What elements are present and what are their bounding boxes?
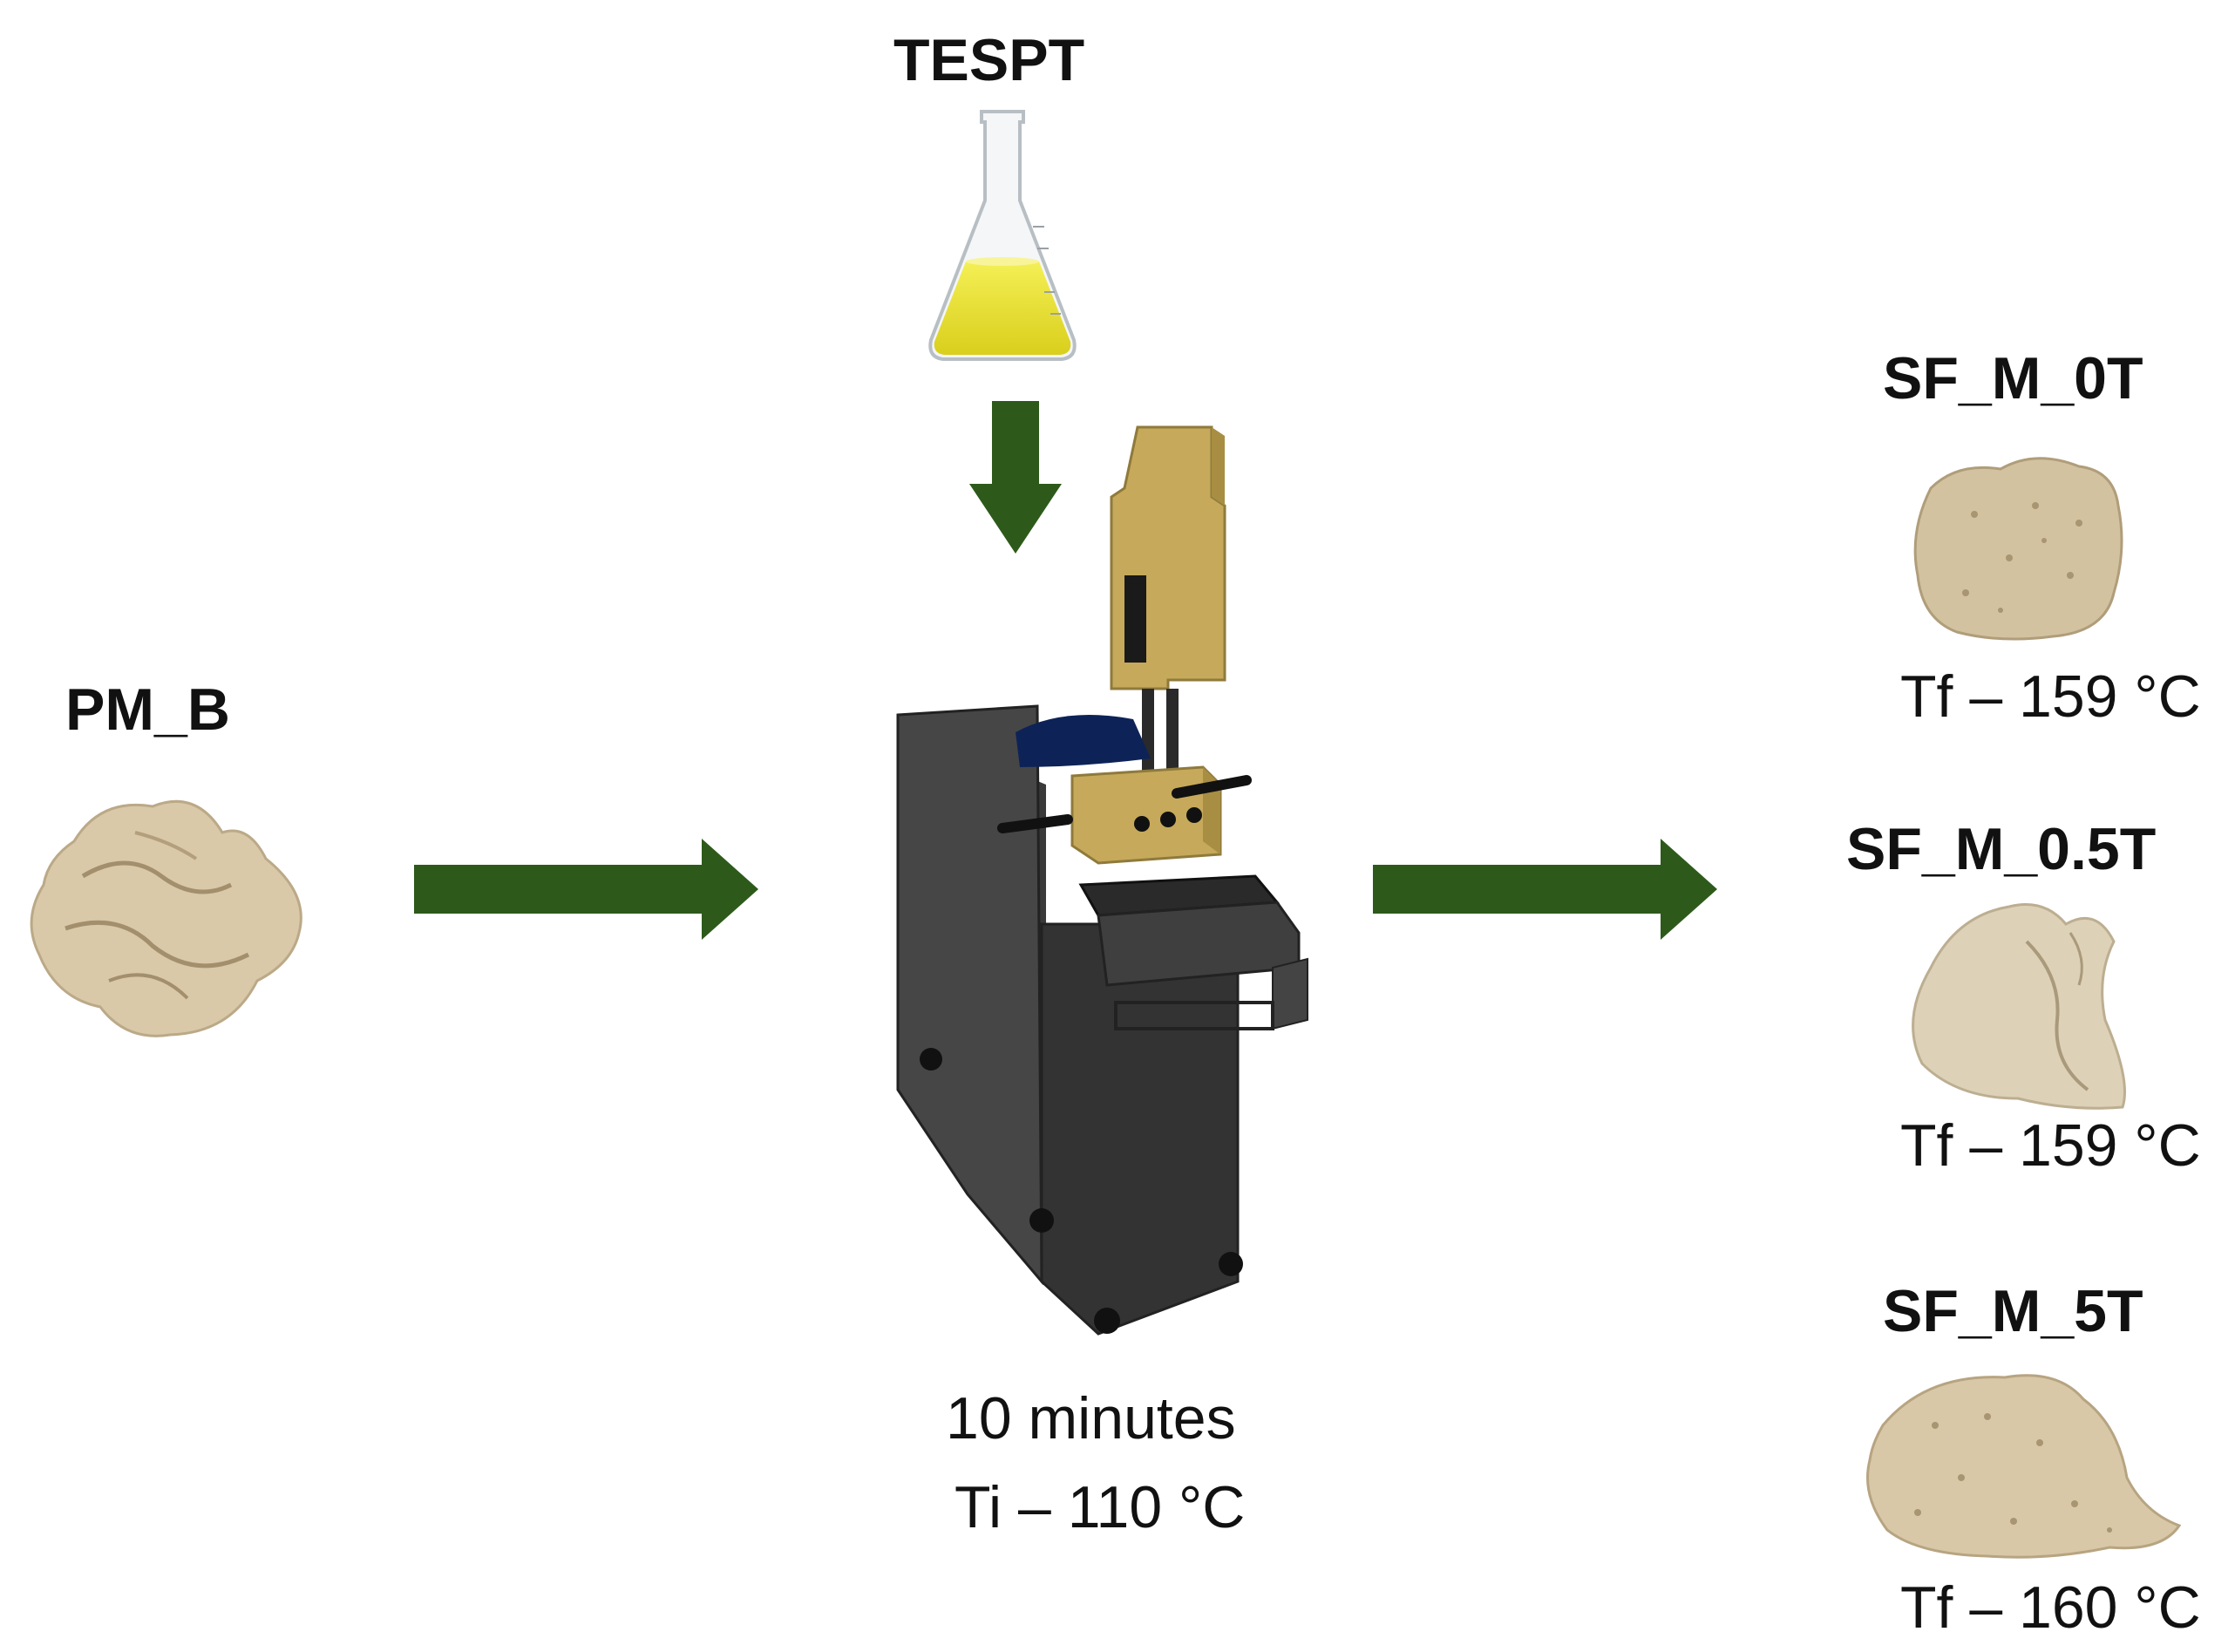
process-time-label: 10 minutes	[946, 1385, 1236, 1451]
arrow-right-icon	[414, 839, 758, 940]
sample-sf-m-0t-image	[1913, 457, 2123, 641]
output-final-temp-label: Tf – 159 °C	[1900, 1112, 2201, 1179]
arrow-down-icon	[969, 401, 1062, 554]
input-sample-label: PM_B	[65, 676, 230, 743]
output-sample-label: SF_M_0.5T	[1846, 816, 2157, 882]
sample-sf-m-5t-image	[1866, 1374, 2182, 1559]
erlenmeyer-flask-icon	[928, 110, 1077, 361]
output-final-temp-label: Tf – 159 °C	[1900, 663, 2201, 730]
output-sample-label: SF_M_0T	[1883, 345, 2143, 411]
output-sample-label: SF_M_5T	[1883, 1278, 2143, 1344]
internal-mixer-image	[896, 425, 1308, 1336]
arrow-right-icon	[1373, 839, 1717, 940]
process-initial-temp-label: Ti – 110 °C	[954, 1474, 1246, 1540]
sample-pm-b-image	[30, 799, 302, 1037]
reagent-label: TESPT	[893, 27, 1085, 93]
sample-sf-m-0-5t-image	[1912, 903, 2126, 1110]
output-final-temp-label: Tf – 160 °C	[1900, 1574, 2201, 1641]
